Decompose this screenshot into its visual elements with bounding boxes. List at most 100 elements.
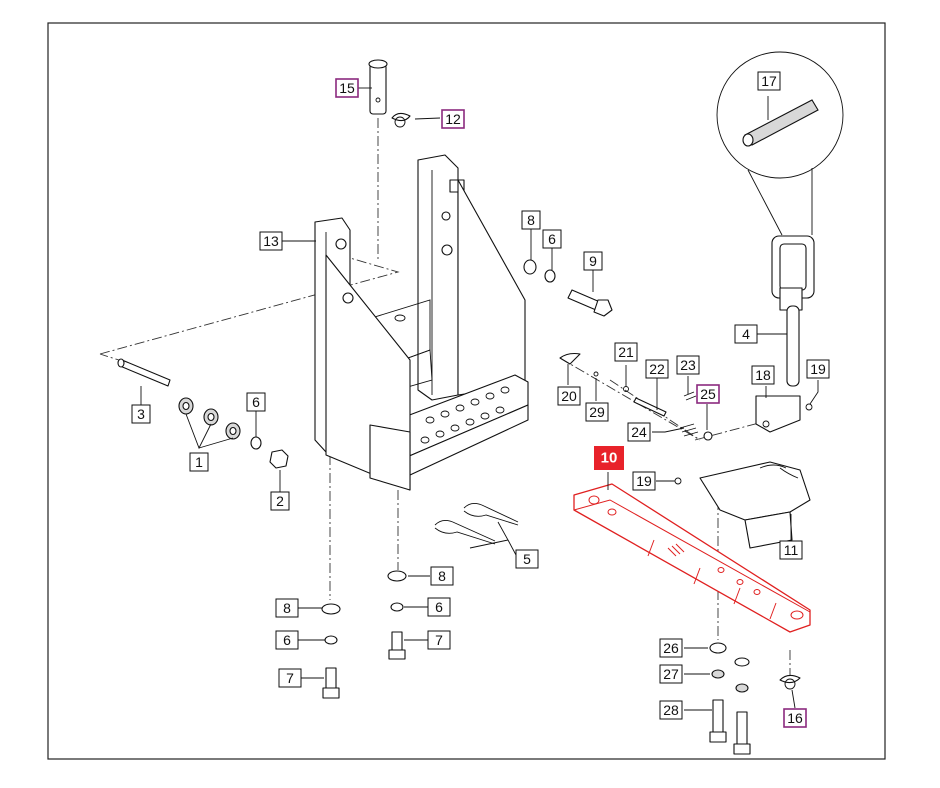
label-8-middle[interactable]: 8 xyxy=(430,566,454,586)
main-frame-part xyxy=(314,154,529,491)
label-7-lower[interactable]: 7 xyxy=(278,668,302,688)
label-5-text: 5 xyxy=(523,551,531,567)
handle-detail-callout xyxy=(716,51,844,236)
latch-small-parts xyxy=(559,352,713,485)
label-26-text: 26 xyxy=(663,640,679,656)
label-6-middle[interactable]: 6 xyxy=(427,597,451,617)
label-8-middle-text: 8 xyxy=(438,568,446,584)
label-7-lower-text: 7 xyxy=(286,670,294,686)
label-27[interactable]: 27 xyxy=(659,664,683,684)
label-22[interactable]: 22 xyxy=(645,359,669,379)
label-13-text: 13 xyxy=(263,233,279,249)
lynch-pin-part xyxy=(779,674,801,690)
label-19-left[interactable]: 19 xyxy=(632,471,656,491)
bolt-part xyxy=(709,699,727,743)
base-holes xyxy=(420,386,510,444)
label-9[interactable]: 9 xyxy=(583,251,603,271)
label-5[interactable]: 5 xyxy=(515,549,539,569)
r-clip-pins-part xyxy=(434,503,519,545)
nut-part xyxy=(269,449,289,469)
label-17-text: 17 xyxy=(761,73,777,89)
label-8-upper[interactable]: 8 xyxy=(521,210,541,230)
leader-lines xyxy=(140,87,819,711)
label-28-text: 28 xyxy=(663,702,679,718)
label-4-text: 4 xyxy=(742,326,750,342)
label-6-lower[interactable]: 6 xyxy=(275,630,299,650)
label-2[interactable]: 2 xyxy=(270,491,290,511)
label-7-middle-text: 7 xyxy=(435,632,443,648)
drawbar-part xyxy=(573,483,811,633)
label-29-text: 29 xyxy=(589,404,605,420)
label-12-text: 12 xyxy=(445,111,461,127)
label-1[interactable]: 1 xyxy=(189,452,209,472)
label-11[interactable]: 11 xyxy=(779,540,803,560)
label-19-right[interactable]: 19 xyxy=(806,359,830,379)
lock-washer-part xyxy=(711,669,725,679)
washer-part xyxy=(523,259,537,275)
label-6-upper[interactable]: 6 xyxy=(542,229,562,249)
latch-housing-part xyxy=(699,461,811,549)
release-handle-part xyxy=(771,235,815,387)
label-17[interactable]: 17 xyxy=(757,71,781,91)
washer-part xyxy=(709,642,727,654)
lock-washer-part xyxy=(390,602,404,612)
label-2-text: 2 xyxy=(276,493,284,509)
label-12[interactable]: 12 xyxy=(441,109,465,129)
label-8-upper-text: 8 xyxy=(527,212,535,228)
label-21-text: 21 xyxy=(618,344,634,360)
bolt-part xyxy=(322,667,340,699)
label-16[interactable]: 16 xyxy=(783,708,807,728)
label-18[interactable]: 18 xyxy=(751,365,775,385)
label-20[interactable]: 20 xyxy=(557,386,581,406)
diagram-frame xyxy=(47,22,886,760)
label-15-text: 15 xyxy=(339,80,355,96)
washer-part xyxy=(387,570,407,582)
label-25[interactable]: 25 xyxy=(696,384,720,404)
label-19-left-text: 19 xyxy=(636,473,652,489)
bolt-part xyxy=(733,711,751,755)
label-26[interactable]: 26 xyxy=(659,638,683,658)
label-3-text: 3 xyxy=(137,406,145,422)
label-28[interactable]: 28 xyxy=(659,700,683,720)
label-6-middle-text: 6 xyxy=(435,599,443,615)
label-23[interactable]: 23 xyxy=(676,355,700,375)
lock-washer-part xyxy=(324,635,338,645)
label-1-text: 1 xyxy=(195,454,203,470)
label-24-text: 24 xyxy=(631,424,647,440)
label-29[interactable]: 29 xyxy=(585,402,609,422)
label-27-text: 27 xyxy=(663,666,679,682)
label-8-lower[interactable]: 8 xyxy=(275,598,299,618)
label-20-text: 20 xyxy=(561,388,577,404)
bolt-part xyxy=(388,631,406,660)
label-23-text: 23 xyxy=(680,357,696,373)
washer-part xyxy=(734,657,750,667)
label-3[interactable]: 3 xyxy=(131,404,151,424)
label-19-right-text: 19 xyxy=(810,361,826,377)
label-11-text: 11 xyxy=(784,542,799,558)
label-13[interactable]: 13 xyxy=(259,231,283,251)
label-21[interactable]: 21 xyxy=(614,342,638,362)
bolt-part xyxy=(567,289,613,317)
top-pin-part xyxy=(368,59,388,115)
lock-washer-part xyxy=(735,683,749,693)
label-15[interactable]: 15 xyxy=(335,78,359,98)
label-4[interactable]: 4 xyxy=(734,324,758,344)
label-22-text: 22 xyxy=(649,361,665,377)
label-6-left[interactable]: 6 xyxy=(246,392,266,412)
label-7-middle[interactable]: 7 xyxy=(427,630,451,650)
washer-part xyxy=(321,603,341,615)
label-24[interactable]: 24 xyxy=(627,422,651,442)
lynch-pin-part xyxy=(391,112,411,128)
bracket-part xyxy=(755,395,813,433)
label-18-text: 18 xyxy=(755,367,771,383)
lock-washer-part xyxy=(250,436,262,450)
label-6-upper-text: 6 xyxy=(548,231,556,247)
label-10-text: 10 xyxy=(601,450,618,467)
label-8-lower-text: 8 xyxy=(283,600,291,616)
label-9-text: 9 xyxy=(589,253,597,269)
label-25-text: 25 xyxy=(700,386,716,402)
assembly-axes xyxy=(99,118,791,680)
washer-set-part xyxy=(178,397,241,440)
label-10-highlighted[interactable]: 10 xyxy=(594,446,624,470)
